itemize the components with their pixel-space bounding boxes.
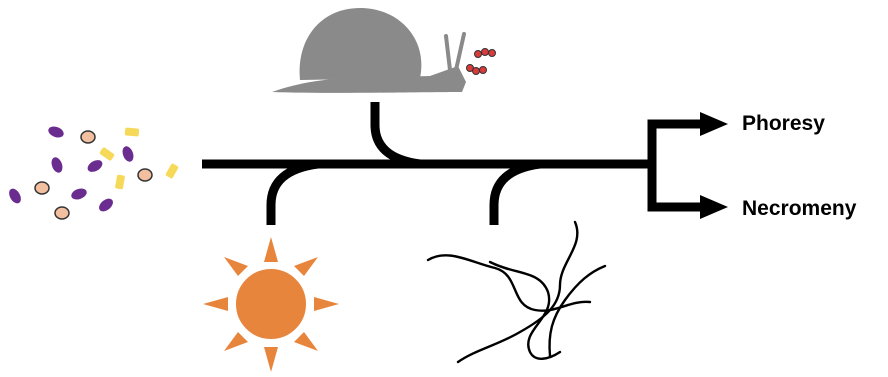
worms-branch-line xyxy=(494,164,540,225)
snail-branch-line xyxy=(375,102,420,164)
snail-host-icon xyxy=(272,8,496,93)
sun-icon xyxy=(203,237,339,372)
necromeny-label: Necromeny xyxy=(742,197,856,221)
pathway-lines xyxy=(202,102,705,225)
phoresy-arrowhead xyxy=(700,112,728,136)
phoresy-label: Phoresy xyxy=(742,112,825,136)
bacteria-food-icon xyxy=(7,125,179,219)
snail-droplets xyxy=(467,49,496,75)
nematode-worms-icon xyxy=(428,222,605,362)
necromeny-arrowhead xyxy=(700,195,728,219)
sun-branch-line xyxy=(271,164,318,225)
